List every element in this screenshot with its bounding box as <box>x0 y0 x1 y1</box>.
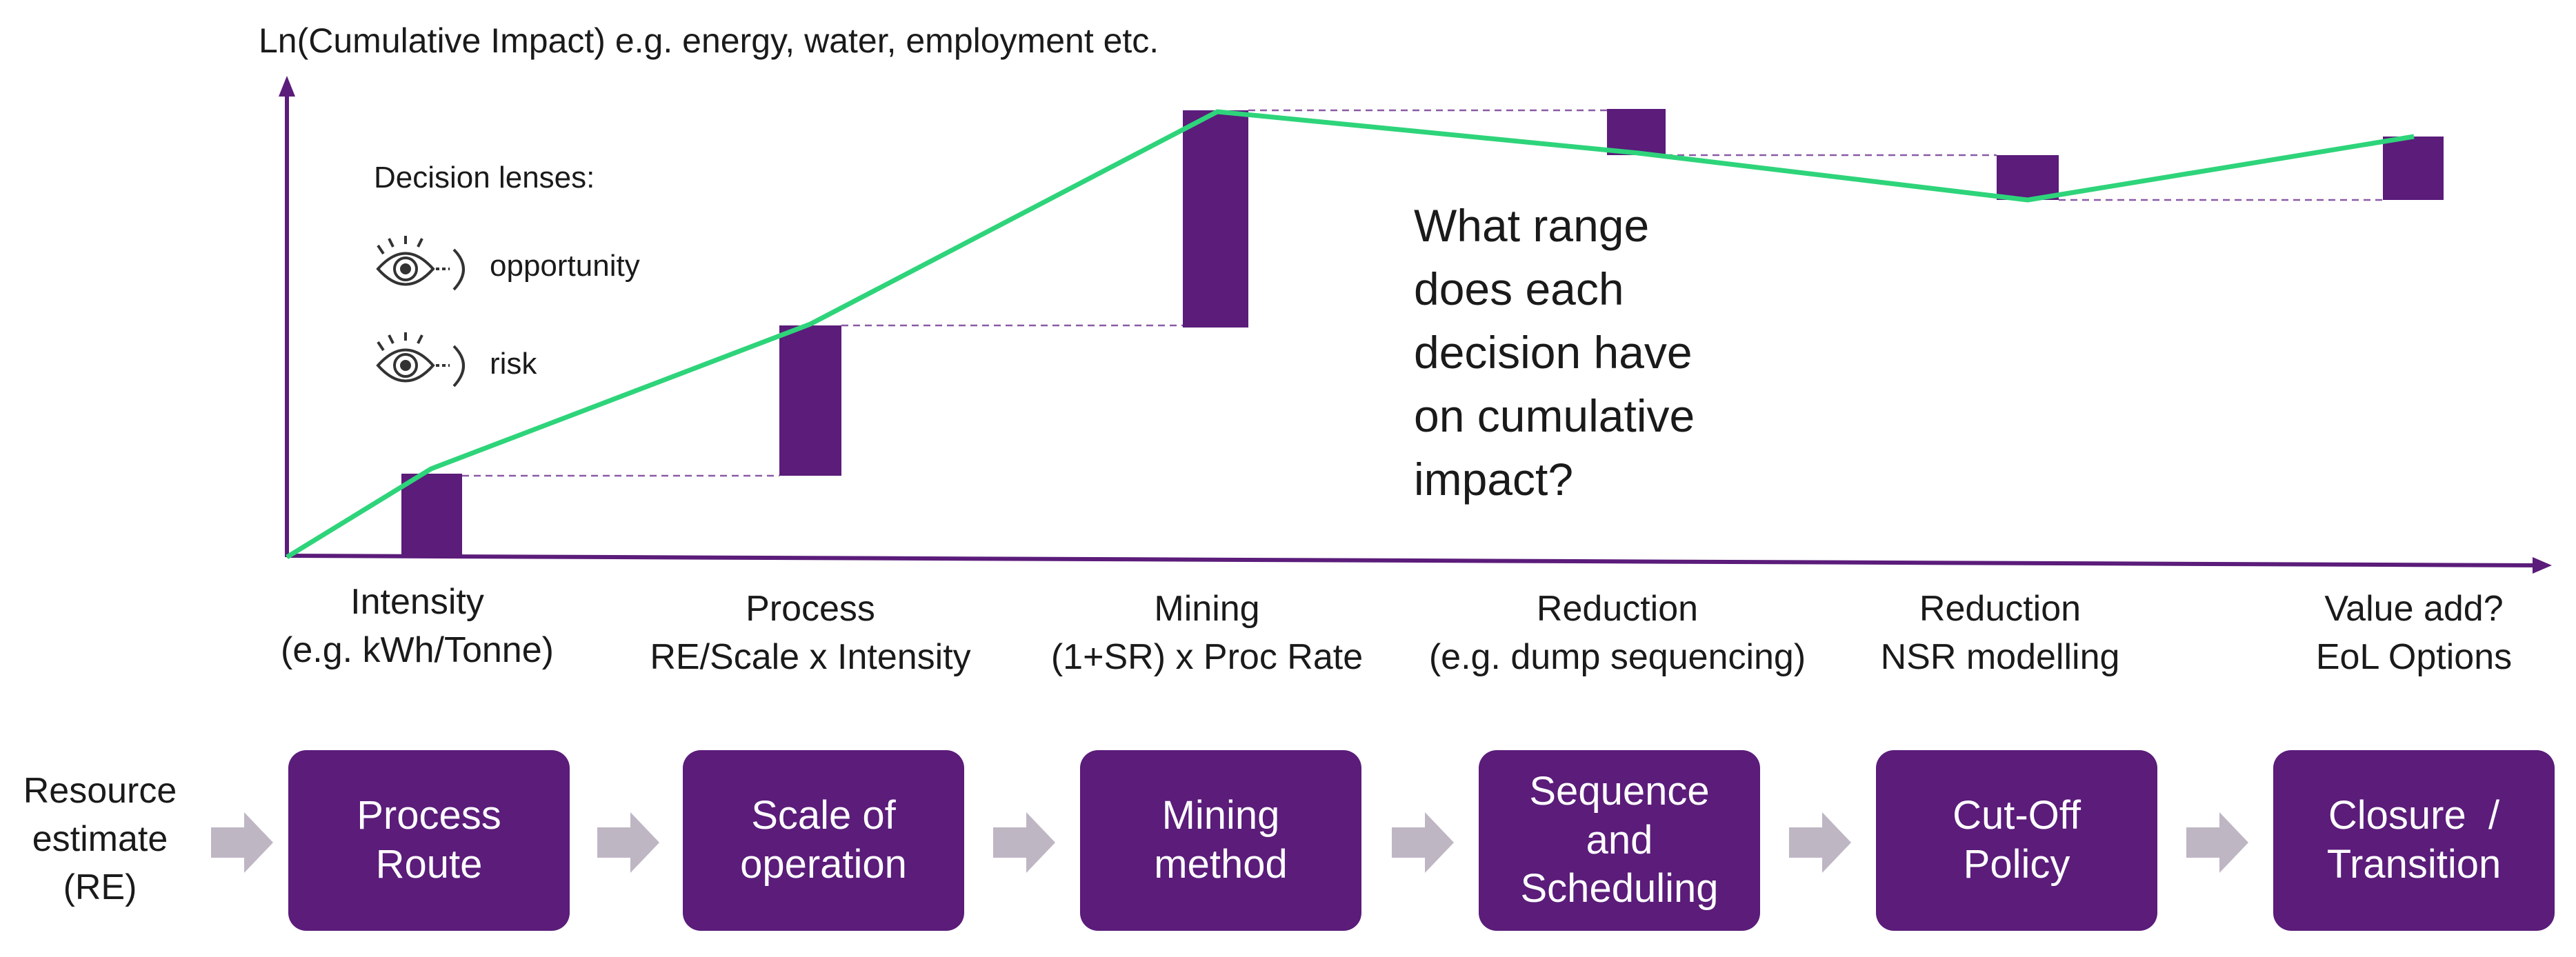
lens-label-opportunity: opportunity <box>490 249 640 283</box>
bar-process <box>779 325 841 476</box>
bar-mining <box>1183 110 1248 328</box>
flow-arrow-icon <box>993 812 1055 873</box>
bar-value-add <box>2383 137 2444 200</box>
flow-arrow-icon <box>1392 812 1454 873</box>
input-label-line: (RE) <box>63 867 137 908</box>
flow-arrow-icon <box>2186 812 2248 873</box>
question-line: decision have <box>1414 327 1693 378</box>
stage-label-line1: Reduction <box>1919 589 2081 629</box>
flow-arrow-icon <box>1789 812 1851 873</box>
stage-label-line2: NSR modelling <box>1881 637 2120 677</box>
stage-labels: Intensity (e.g. kWh/Tonne) Process RE/Sc… <box>281 582 2512 677</box>
question-line: What range <box>1414 200 1649 251</box>
bar-reduction-2 <box>1997 155 2059 200</box>
lenses-heading: Decision lenses: <box>374 161 595 194</box>
stage-label-line1: Intensity <box>350 582 484 622</box>
bar-intensity <box>401 474 462 556</box>
bar-reduction-1 <box>1607 109 1666 155</box>
input-label-line: estimate <box>32 819 168 860</box>
question-line: does each <box>1414 263 1624 314</box>
question-line: impact? <box>1414 454 1573 505</box>
x-axis-arrowhead <box>2533 557 2552 574</box>
question-line: on cumulative <box>1414 390 1695 441</box>
stage-label-line1: Value add? <box>2324 589 2503 629</box>
stage-label-line1: Mining <box>1154 589 1259 629</box>
axis-title: Ln(Cumulative Impact) e.g. energy, water… <box>259 21 1159 60</box>
stage-label-line2: (1+SR) x Proc Rate <box>1051 637 1363 677</box>
dashed-connectors <box>462 109 2383 477</box>
impact-bars <box>401 109 2444 556</box>
lens-label-risk: risk <box>490 347 537 381</box>
input-label-line: Resource <box>23 771 177 811</box>
eye-icon <box>376 332 465 387</box>
question-text: What range does each decision have on cu… <box>1414 200 1695 505</box>
cumulative-impact-line <box>286 109 2415 559</box>
flow-arrow-icon <box>597 812 659 873</box>
flow-arrow-icon <box>211 812 273 873</box>
eye-icon <box>376 236 465 291</box>
stage-label-line2: (e.g. dump sequencing) <box>1429 637 1806 677</box>
x-axis <box>286 554 2539 567</box>
y-axis-arrowhead <box>279 76 295 97</box>
step-closure-transition: Closure /Transition <box>2273 750 2555 931</box>
stage-label-line2: RE/Scale x Intensity <box>650 637 970 677</box>
stage-label-line2: EoL Options <box>2316 637 2512 677</box>
resource-estimate-label: Resource estimate (RE) <box>0 767 200 912</box>
stage-label-line2: (e.g. kWh/Tonne) <box>281 630 554 670</box>
stage-label-line1: Process <box>746 589 875 629</box>
stage-label-line1: Reduction <box>1537 589 1698 629</box>
